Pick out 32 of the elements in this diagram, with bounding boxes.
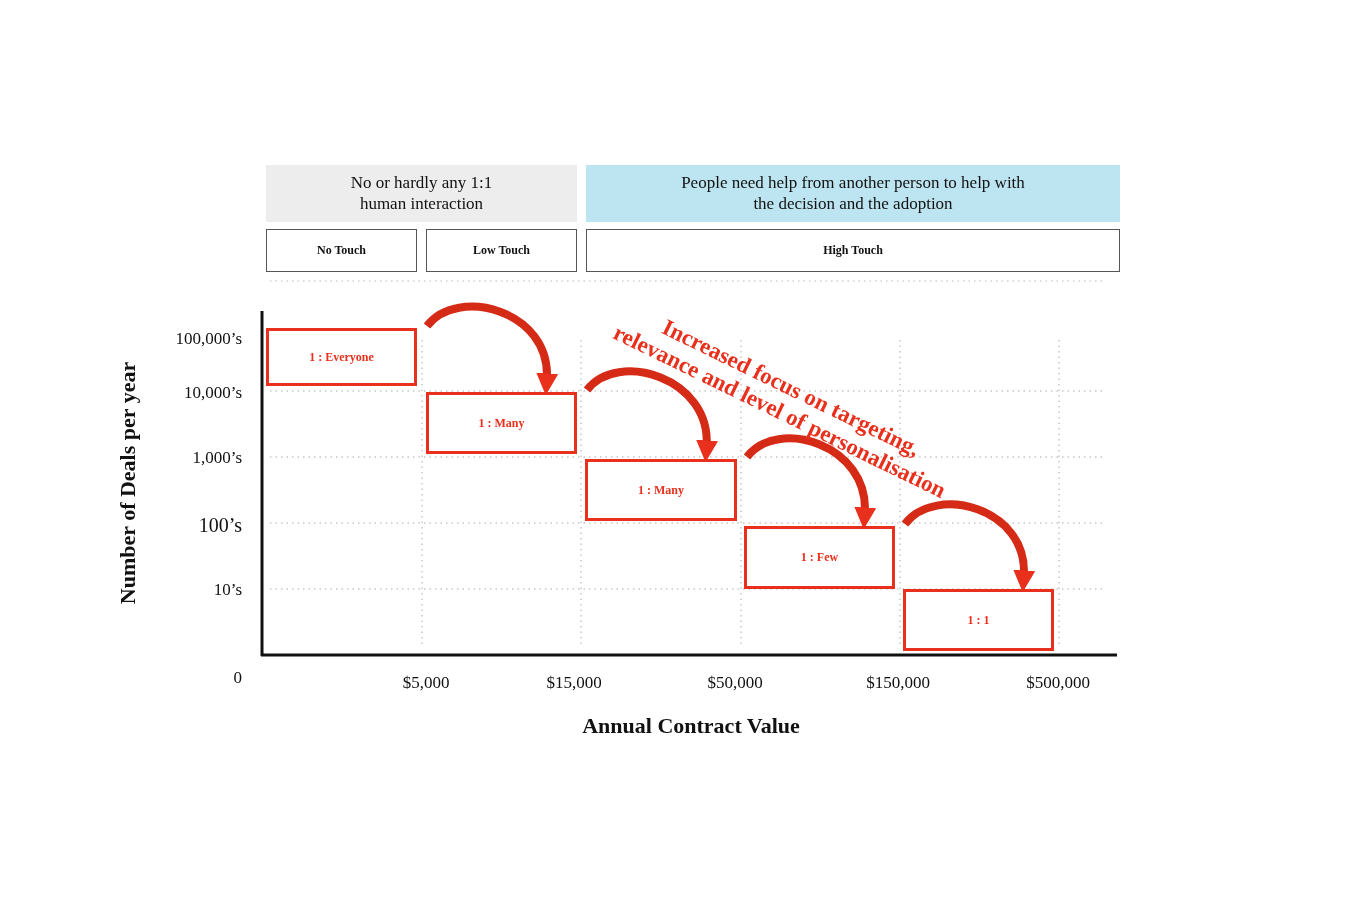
ratio-label: 1 : Everyone	[309, 349, 374, 365]
category-label: Low Touch	[473, 243, 530, 258]
header-band	[586, 165, 1120, 222]
tick-label: 10’s	[213, 580, 242, 598]
category-label: High Touch	[823, 243, 883, 258]
tick-label: 1,000’s	[192, 448, 242, 466]
tick-label: 100’s	[198, 515, 242, 535]
tick-label: $50,000	[707, 673, 763, 691]
ratio-box	[903, 589, 1054, 651]
category-box	[586, 229, 1120, 272]
tick-label: 10,000’s	[183, 383, 242, 401]
ratio-label: 1 : Many	[638, 482, 684, 498]
ratio-box	[744, 526, 895, 589]
ratio-box	[426, 392, 577, 454]
tick-label: $500,000	[1026, 673, 1090, 691]
category-box	[266, 229, 417, 272]
ratio-label: 1 : Few	[800, 550, 839, 565]
ratio-label: 1 : Many	[478, 415, 525, 431]
tick-label: 100,000’s	[175, 329, 242, 347]
axis-title: Annual Contract Value	[582, 715, 800, 737]
tick-label: 0	[233, 668, 242, 686]
ratio-label: 1 : 1	[967, 612, 990, 628]
tick-label: $150,000	[866, 673, 930, 691]
ratio-box	[585, 459, 737, 521]
header-text: No or hardly any 1:1 human interaction	[349, 173, 494, 214]
header-text: People need help from another person to help with the decision and the adoption	[680, 173, 1026, 214]
tick-label: $15,000	[546, 673, 602, 691]
ratio-box	[266, 328, 417, 386]
tick-label: $5,000	[402, 673, 450, 691]
category-box	[426, 229, 577, 272]
axis-title: Number of Deals per year	[117, 361, 139, 605]
category-label: No Touch	[317, 243, 366, 258]
